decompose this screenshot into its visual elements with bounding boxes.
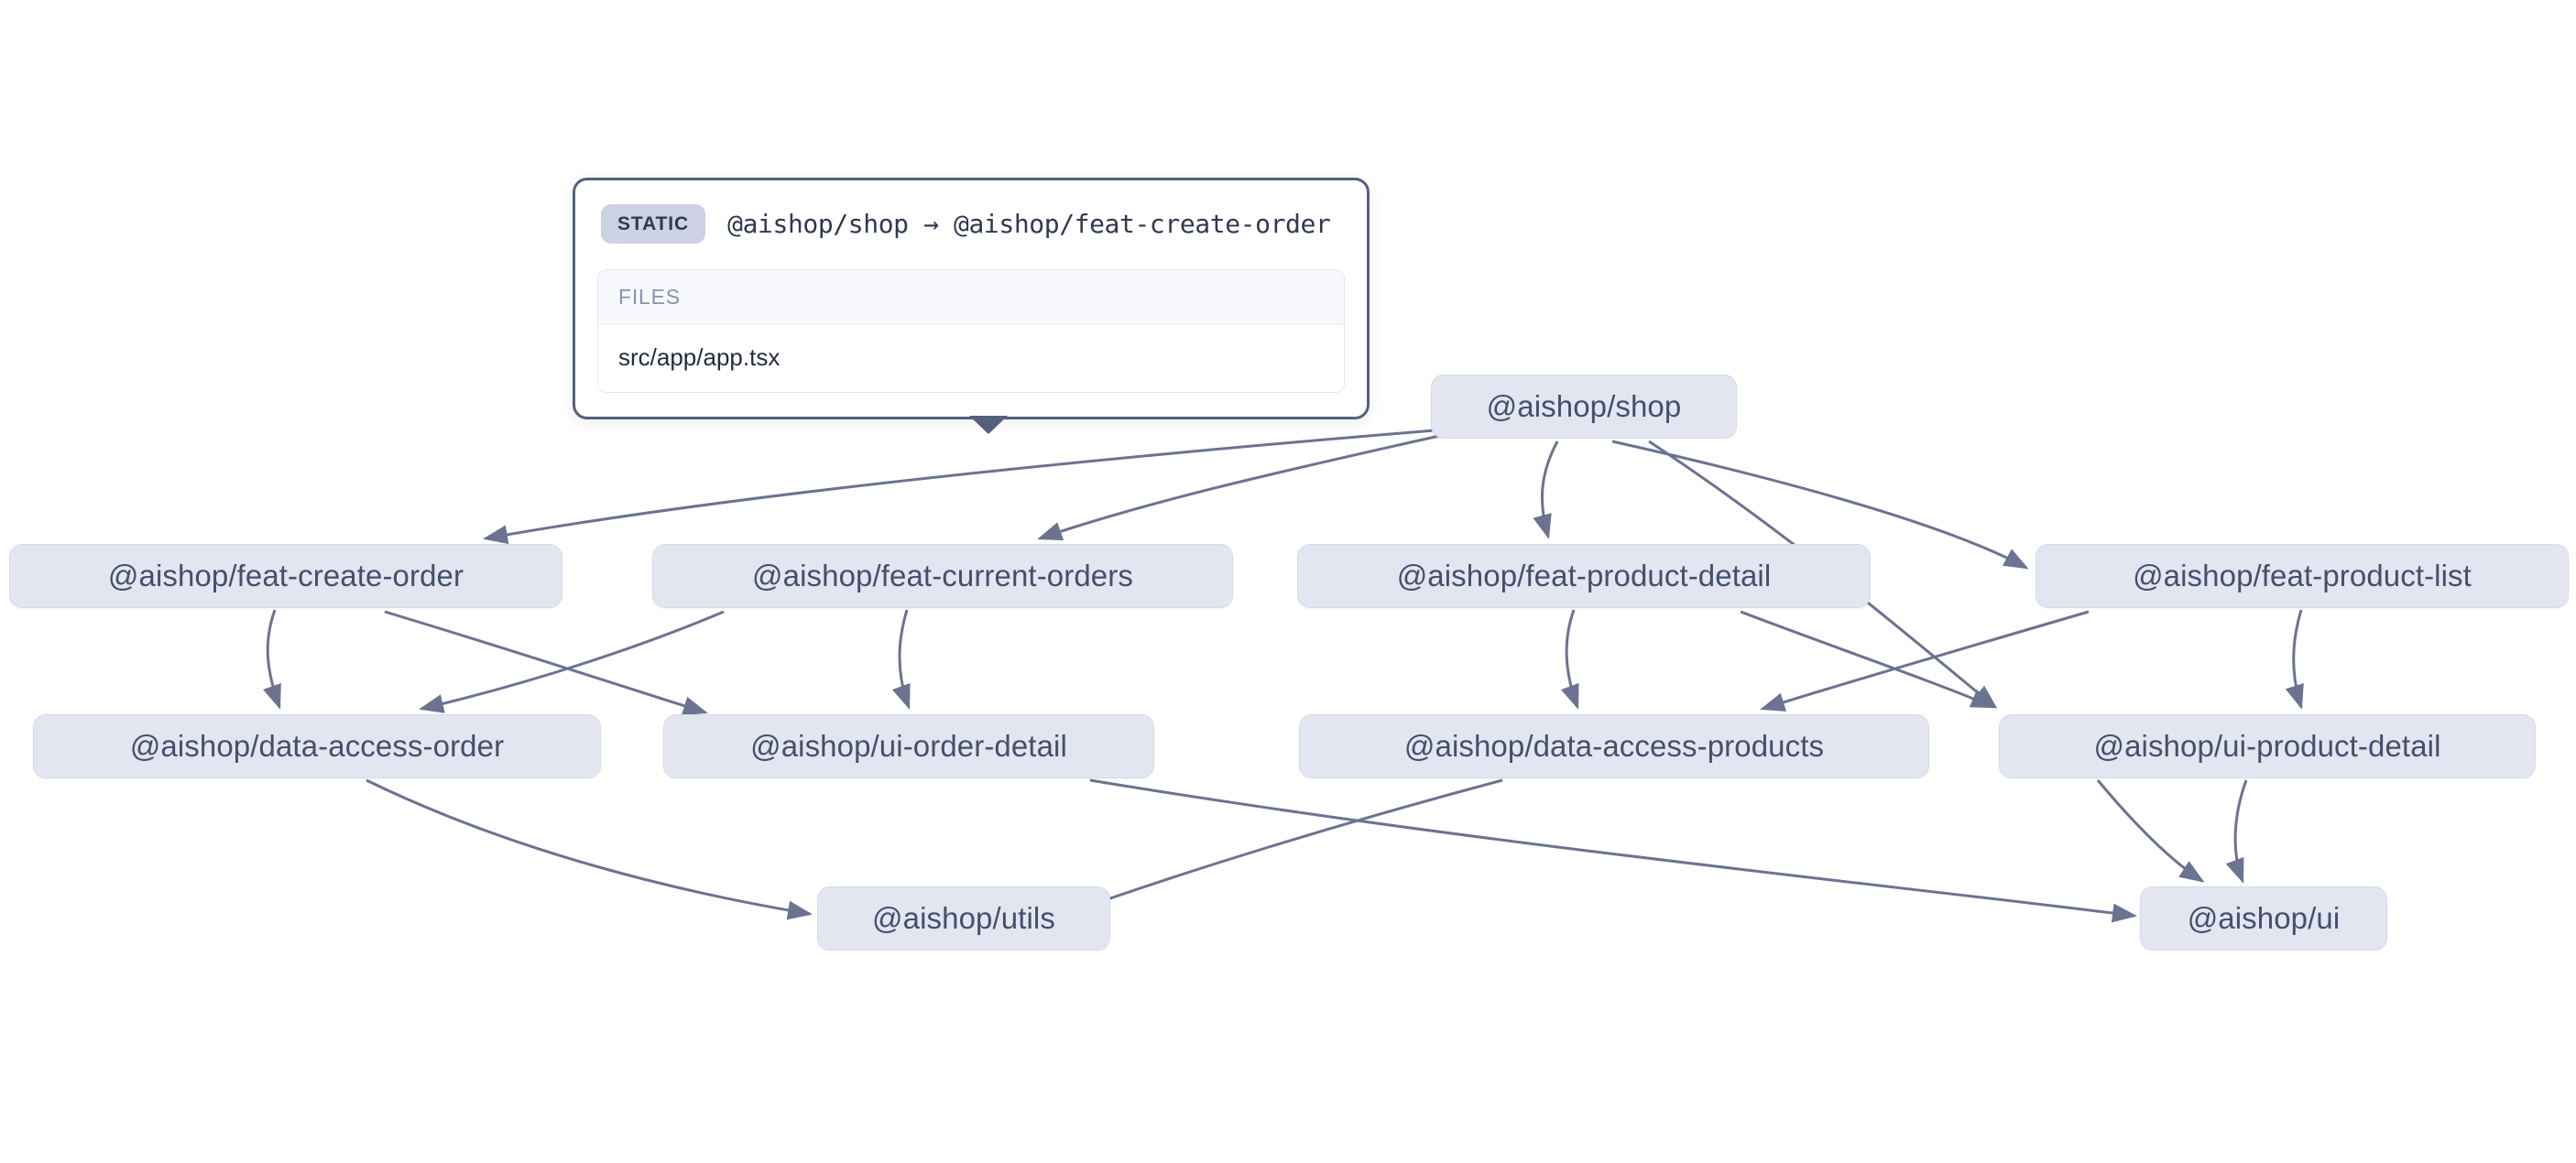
graph-node-label: @aishop/feat-create-order: [107, 559, 464, 592]
graph-node-feat-product-list[interactable]: @aishop/feat-product-list: [2036, 544, 2569, 608]
graph-edge-feat-product-detail-to-data-access-products[interactable]: [1560, 609, 1579, 710]
graph-node-utils[interactable]: @aishop/utils: [817, 886, 1110, 951]
tooltip-files-panel: FILES src/app/app.tsx: [597, 269, 1345, 393]
graph-edge-feat-current-orders-to-ui-order-detail[interactable]: [891, 609, 911, 710]
graph-node-label: @aishop/ui-product-detail: [2093, 729, 2441, 763]
graph-edge-feat-create-order-to-ui-order-detail[interactable]: [384, 610, 708, 715]
files-list: src/app/app.tsx: [598, 325, 1344, 392]
graph-edge-shop-to-feat-product-detail[interactable]: [1533, 440, 1559, 539]
graph-edge-data-access-order-to-utils[interactable]: [366, 778, 813, 920]
graph-node-data-access-products[interactable]: @aishop/data-access-products: [1299, 714, 1929, 778]
file-row: src/app/app.tsx: [598, 325, 1344, 392]
graph-node-ui-order-detail[interactable]: @aishop/ui-order-detail: [663, 714, 1154, 778]
graph-edge-feat-product-list-to-ui-product-detail[interactable]: [2285, 609, 2304, 710]
graph-node-shop[interactable]: @aishop/shop: [1431, 375, 1737, 439]
graph-edge-ui-product-detail-to-ui[interactable]: [2096, 779, 2205, 883]
graph-node-ui[interactable]: @aishop/ui: [2140, 886, 2387, 951]
graph-node-feat-product-detail[interactable]: @aishop/feat-product-detail: [1297, 544, 1871, 608]
graph-edge-feat-create-order-to-data-access-order[interactable]: [263, 609, 281, 710]
edge-detail-tooltip[interactable]: STATIC @aishop/shop → @aishop/feat-creat…: [573, 178, 1370, 434]
graph-node-label: @aishop/data-access-order: [129, 729, 505, 763]
tooltip-title: @aishop/shop → @aishop/feat-create-order: [727, 209, 1331, 239]
graph-edge-shop-to-feat-current-orders[interactable]: [1037, 432, 1448, 541]
graph-edge-shop-to-feat-create-order[interactable]: [483, 429, 1435, 545]
graph-edges: [263, 429, 2304, 923]
graph-edge-feat-product-detail-to-ui-product-detail[interactable]: [1740, 610, 1996, 709]
graph-node-label: @aishop/data-access-products: [1403, 729, 1825, 763]
tooltip-pointer-arrow: [969, 416, 1008, 434]
static-badge: STATIC: [601, 204, 706, 244]
graph-node-ui-product-detail[interactable]: @aishop/ui-product-detail: [1999, 714, 2536, 778]
graph-node-feat-current-orders[interactable]: @aishop/feat-current-orders: [652, 544, 1233, 608]
graph-node-label: @aishop/feat-product-list: [2133, 559, 2472, 592]
graph-edge-ui-product-detail-to-ui[interactable]: [2225, 779, 2248, 884]
graph-node-feat-create-order[interactable]: @aishop/feat-create-order: [9, 544, 562, 608]
graph-edge-feat-product-list-to-data-access-products[interactable]: [1760, 610, 2090, 712]
graph-edge-ui-order-detail-to-ui[interactable]: [1089, 778, 2137, 923]
tooltip-header: STATIC @aishop/shop → @aishop/feat-creat…: [597, 201, 1345, 249]
graph-node-label: @aishop/ui-order-detail: [750, 729, 1067, 763]
graph-node-label: @aishop/feat-product-detail: [1396, 559, 1772, 592]
graph-node-label: @aishop/shop: [1486, 389, 1682, 423]
files-section-header: FILES: [598, 270, 1344, 325]
graph-node-label: @aishop/utils: [872, 901, 1055, 935]
graph-edge-data-access-products-to-utils[interactable]: [1084, 778, 1503, 908]
graph-node-data-access-order[interactable]: @aishop/data-access-order: [33, 714, 601, 778]
graph-node-label: @aishop/feat-current-orders: [752, 559, 1133, 592]
graph-edge-feat-current-orders-to-data-access-order[interactable]: [419, 610, 725, 713]
graph-node-label: @aishop/ui: [2187, 901, 2341, 935]
